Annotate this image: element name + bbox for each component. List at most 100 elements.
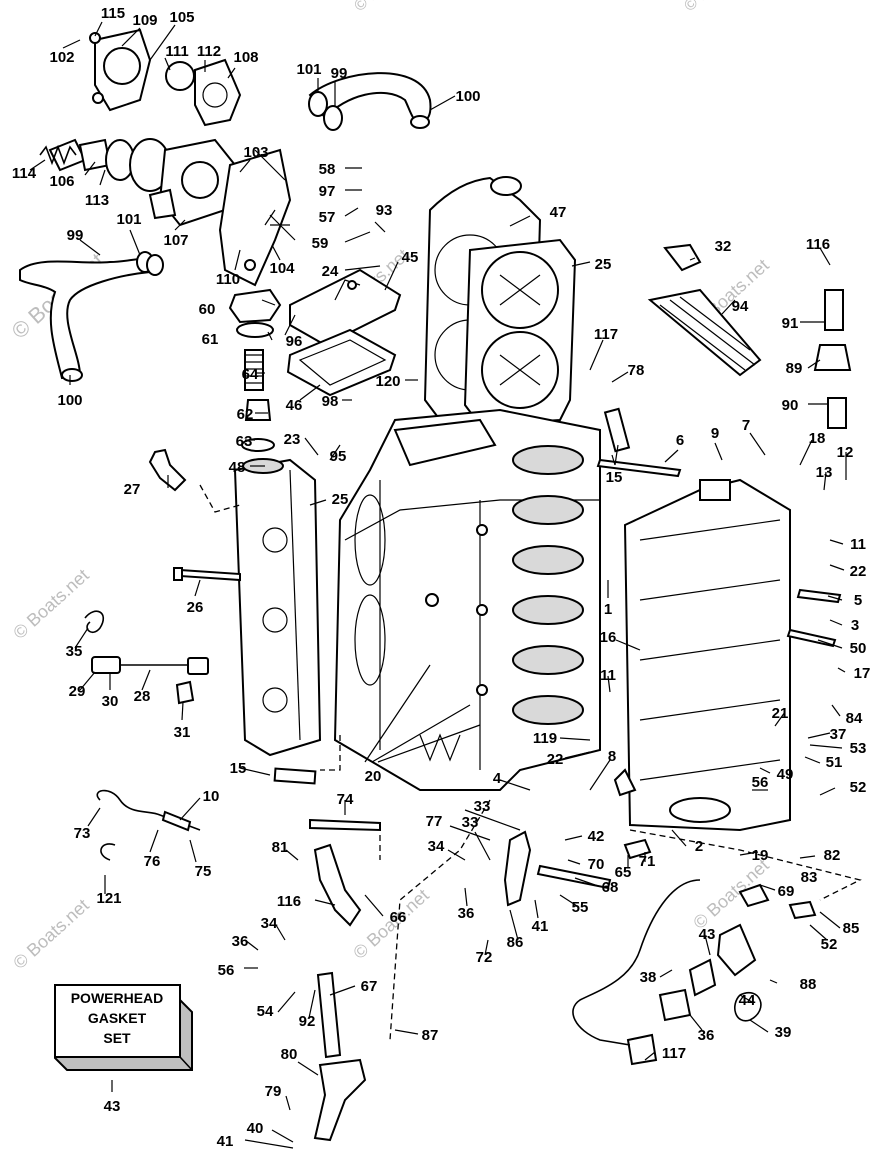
callout: 7	[742, 417, 750, 434]
callout: 87	[422, 1027, 439, 1044]
callout: 72	[476, 949, 493, 966]
callout: 88	[800, 976, 817, 993]
callout: 40	[247, 1120, 264, 1137]
callout: 119	[533, 730, 557, 747]
callout: 50	[850, 640, 867, 657]
callout: 66	[390, 909, 407, 926]
callout: 42	[588, 828, 605, 845]
callout: 71	[639, 853, 656, 870]
spark-plug	[148, 448, 187, 492]
callout: 36	[458, 905, 475, 922]
callout: 111	[165, 43, 188, 60]
callout: 43	[104, 1098, 121, 1115]
thermostat-stack	[228, 288, 282, 452]
callout: 109	[132, 12, 157, 29]
water-pump-body	[48, 138, 296, 287]
callout: 5	[854, 592, 862, 609]
callout: 68	[602, 879, 619, 896]
callout: 45	[402, 249, 419, 266]
callout: 36	[698, 1027, 715, 1044]
callout: 6	[676, 432, 684, 449]
callout: 85	[843, 920, 860, 937]
callout: 36	[232, 933, 249, 950]
callout: 94	[732, 298, 749, 315]
callout: 117	[662, 1045, 686, 1062]
callout: 8	[608, 748, 616, 765]
callout: 77	[426, 813, 443, 830]
parts-layer	[19, 28, 862, 1142]
callout: 55	[572, 899, 589, 916]
callout: 33	[462, 814, 479, 831]
callout: 2	[695, 838, 703, 855]
callout: 38	[640, 969, 657, 986]
dashed-leaders	[199, 484, 862, 1041]
callout: 100	[455, 88, 480, 105]
callout: 97	[319, 183, 336, 200]
intake-cover	[623, 478, 791, 832]
callout: 53	[850, 740, 867, 757]
callout: 4	[493, 770, 502, 787]
callout: 84	[846, 710, 863, 727]
callout: 117	[594, 326, 618, 343]
gasket-label-line2: GASKET	[88, 1010, 147, 1026]
callout: 28	[134, 688, 151, 705]
callout: 102	[49, 49, 74, 66]
callout: 70	[588, 856, 605, 873]
cylinder-head	[233, 458, 322, 757]
hardware	[173, 243, 852, 797]
callout: 35	[66, 643, 83, 660]
callout: 39	[775, 1024, 792, 1041]
callout: 46	[286, 397, 303, 414]
callout: 20	[365, 768, 382, 785]
callout: 81	[272, 839, 289, 856]
callout: 62	[237, 406, 254, 423]
callout: 44	[739, 992, 756, 1009]
sensor-wire	[84, 610, 209, 705]
callout: 52	[821, 936, 838, 953]
callout: 56	[752, 774, 769, 791]
linkage	[309, 818, 652, 1142]
callout: 30	[102, 693, 119, 710]
callout: 10	[203, 788, 220, 805]
gasket-set-box	[54, 984, 193, 1071]
callout: 101	[296, 61, 321, 78]
callout: 93	[376, 202, 393, 219]
callout: 113	[85, 192, 109, 209]
pump-cover-assembly	[89, 28, 242, 127]
callout: 110	[216, 271, 240, 288]
callout: 15	[606, 469, 623, 486]
callout: 51	[826, 754, 843, 771]
callout: 3	[851, 617, 859, 634]
callout: 21	[772, 705, 789, 722]
callout: 13	[816, 464, 833, 481]
callout: 1	[604, 601, 612, 618]
callout: 25	[595, 256, 612, 273]
callout: 98	[322, 393, 339, 410]
callout: 86	[507, 934, 524, 951]
callout: 64	[242, 366, 259, 383]
hose-top	[308, 72, 432, 131]
callout: 9	[711, 425, 719, 442]
callout: 95	[330, 448, 347, 465]
callout: 99	[331, 65, 348, 82]
callout: 121	[96, 890, 121, 907]
callout: 116	[806, 236, 830, 253]
callout: 34	[428, 838, 445, 855]
callout: 73	[74, 825, 91, 842]
callout: 17	[854, 665, 871, 682]
callout: 34	[261, 915, 278, 932]
callout: 101	[116, 211, 141, 228]
head-gasket-25	[463, 238, 577, 427]
callout: 37	[830, 726, 847, 743]
callout: 59	[312, 235, 329, 252]
callout: 11	[850, 536, 866, 553]
callout: 115	[101, 5, 125, 22]
callout: 56	[218, 962, 235, 979]
callout: 31	[174, 724, 191, 741]
cylinder-block	[333, 408, 601, 791]
callout: 63	[236, 433, 253, 450]
callout: 27	[124, 481, 141, 498]
callout: 48	[229, 459, 246, 476]
